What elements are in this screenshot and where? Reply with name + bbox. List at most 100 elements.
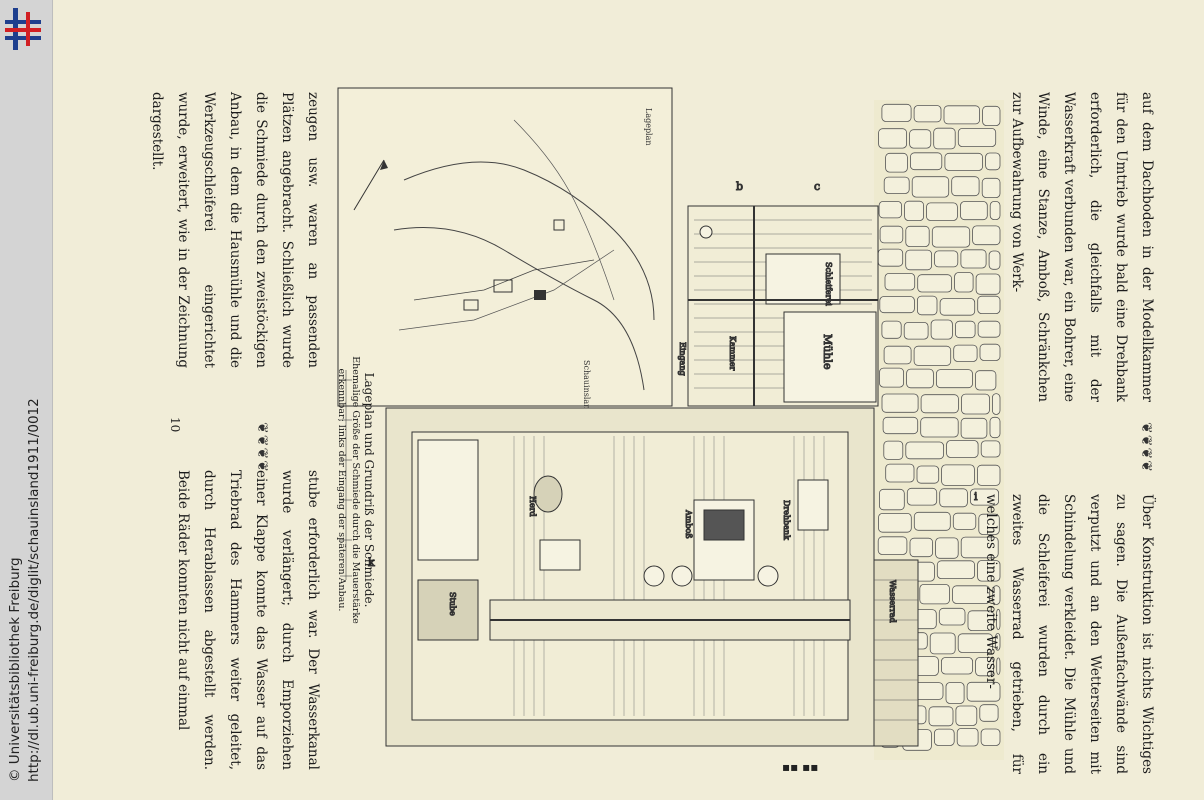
stone <box>930 319 953 340</box>
stone <box>960 201 988 221</box>
stone <box>920 394 959 414</box>
stone <box>916 465 940 484</box>
floor-plan-drawing: Schauinsland Lageplan Mühle Schleiferei … <box>337 87 1004 760</box>
stone <box>879 367 905 388</box>
stone <box>975 657 994 677</box>
stone <box>928 706 954 727</box>
stone <box>879 225 904 244</box>
label-kammer: Kammer <box>728 336 737 371</box>
caption-subtitle: Ehemalige Größe der Schmiede durch die M… <box>336 356 361 624</box>
stone <box>992 393 1001 415</box>
stone <box>960 249 987 269</box>
site-map-title: Lageplan <box>644 108 653 146</box>
stone <box>943 105 980 125</box>
ornament-divider-left: ❦❦❦❦ <box>254 422 270 473</box>
stone <box>952 585 991 604</box>
stone <box>989 200 1001 220</box>
stone <box>878 200 902 219</box>
stone <box>957 127 997 147</box>
stone <box>981 177 1001 199</box>
stone <box>961 393 990 415</box>
stone <box>977 560 1001 582</box>
stone <box>913 511 951 531</box>
stone <box>917 295 938 316</box>
stone <box>996 657 1001 675</box>
text-column-right-bottom: Über Konstruktion ist nichts Wichtiges z… <box>983 494 1155 774</box>
stone <box>906 487 938 506</box>
stone <box>906 368 934 389</box>
stone <box>955 320 976 339</box>
stone <box>939 298 976 316</box>
stone <box>884 272 916 291</box>
stone <box>931 226 971 248</box>
stone <box>980 440 1001 458</box>
stone <box>960 417 988 439</box>
stone <box>879 296 915 314</box>
corner-mark: ▪▪ ▪▪ <box>782 760 819 774</box>
stone <box>934 728 955 746</box>
stone <box>885 152 908 173</box>
label-amboss: Amboß <box>684 509 693 539</box>
stone <box>935 537 959 559</box>
stone <box>982 105 1001 127</box>
stone <box>988 250 1001 270</box>
label-k: k <box>368 556 375 569</box>
text-column-right-top: auf dem Dachboden in der Modellkammer fü… <box>1009 92 1155 402</box>
stone <box>939 488 968 508</box>
label-eingang: Eingang <box>678 342 687 376</box>
stone <box>905 249 933 271</box>
label-b: b <box>736 180 743 193</box>
figure-caption: Lageplan und Grundriß der Schmiede. Ehem… <box>334 330 376 650</box>
label-schleiferei: Schleiferei <box>824 262 833 306</box>
stone <box>953 344 978 362</box>
stone <box>877 248 904 267</box>
ub-freiburg-logo-icon <box>5 8 41 50</box>
stone <box>960 536 999 559</box>
stone <box>905 225 930 248</box>
viewer-sidebar: http://dl.ub.uni-freiburg.de/diglit/scha… <box>0 0 53 800</box>
copyright-notice: © Universitätsbibliothek Freiburg <box>7 557 23 782</box>
source-url[interactable]: http://dl.ub.uni-freiburg.de/diglit/scha… <box>26 398 42 782</box>
stone <box>883 345 912 365</box>
smithy-plan: Stube Herd Amboß Drehbank Wasserrad k i <box>368 407 979 747</box>
stone <box>955 705 978 726</box>
stone <box>920 417 959 438</box>
stone <box>989 416 1001 439</box>
label-drehbank: Drehbank <box>782 500 791 540</box>
stone <box>996 608 1001 630</box>
stone <box>972 225 1001 246</box>
label-muehle: Mühle <box>821 334 834 369</box>
stone <box>938 607 966 626</box>
text-column-left-top: zeugen usw. waren an passenden Plätzen a… <box>149 92 321 368</box>
stone <box>979 343 1001 361</box>
stone <box>885 463 915 483</box>
stone <box>881 103 912 122</box>
stone <box>951 176 980 197</box>
site-map-label: Schauinsland <box>582 360 591 414</box>
stone <box>878 513 912 533</box>
stone <box>970 488 1000 506</box>
page-number: 10 <box>168 417 182 433</box>
stone <box>913 105 942 123</box>
stone <box>952 512 977 530</box>
stone <box>945 682 965 704</box>
stone <box>919 584 950 605</box>
stone <box>954 272 974 293</box>
stone <box>913 345 952 366</box>
stone <box>977 295 1001 315</box>
stone <box>881 393 919 413</box>
stone <box>904 200 924 221</box>
stone <box>979 704 999 722</box>
stone <box>992 585 1001 605</box>
stone <box>933 127 956 150</box>
label-stube: Stube <box>448 592 457 616</box>
stone <box>905 441 944 460</box>
stone <box>877 536 908 555</box>
stone <box>966 681 1001 702</box>
stone <box>941 464 975 486</box>
text-column-left-bottom: stube erforderlich war. Der Wasserkanal … <box>175 470 321 770</box>
stone <box>909 129 932 149</box>
dimension-lines <box>340 370 352 580</box>
label-herd: Herd <box>528 496 537 517</box>
stone <box>995 633 1001 651</box>
